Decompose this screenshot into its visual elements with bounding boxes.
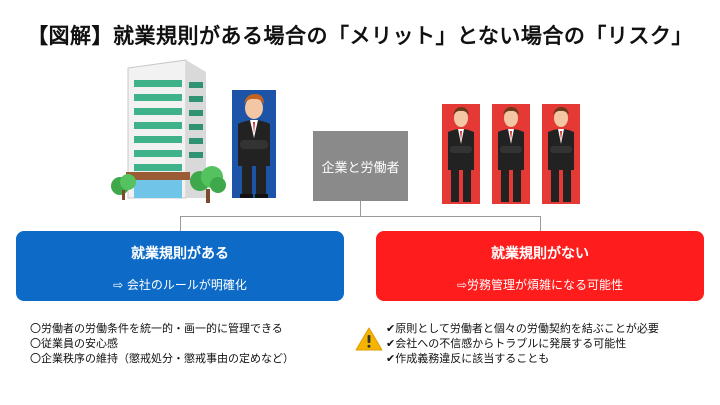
- risk-list: ✔原則として労働者と個々の労働契約を結ぶことが必要 ✔会社への不信感からトラブル…: [386, 321, 659, 366]
- list-item: 〇労働者の労働条件を統一的・画一的に管理できる: [30, 322, 283, 335]
- connector-right-drop: [540, 216, 541, 231]
- trees-icon: [190, 166, 226, 203]
- businessmen-group-icon: [442, 104, 580, 204]
- merit-subtext: ⇨ 会社のルールが明確化: [113, 278, 247, 292]
- center-label-box: 企業と労働者: [313, 131, 408, 201]
- warning-icon: [355, 327, 383, 351]
- list-item: 〇企業秩序の維持（懲戒処分・懲戒事由の定めなど）: [30, 352, 294, 365]
- list-item: 〇従業員の安心感: [30, 337, 118, 350]
- merit-heading: 就業規則がある: [131, 246, 229, 262]
- merit-panel: 就業規則がある ⇨ 会社のルールが明確化: [16, 231, 344, 301]
- risk-subtext: ⇨労務管理が煩雑になる可能性: [456, 278, 624, 292]
- risk-heading: 就業規則がない: [491, 246, 589, 262]
- center-label: 企業と労働者: [321, 160, 400, 176]
- businessman-arms-crossed-icon: [232, 90, 276, 198]
- list-item: ✔会社への不信感からトラブルに発展する可能性: [386, 337, 627, 350]
- page-title: 【図解】就業規則がある場合の「メリット」とない場合の「リスク」: [27, 24, 693, 48]
- list-item: ✔作成義務違反に該当することも: [386, 352, 550, 365]
- connector-horizontal: [180, 216, 540, 217]
- list-item: ✔原則として労働者と個々の労働契約を結ぶことが必要: [386, 322, 659, 335]
- risk-panel: 就業規則がない ⇨労務管理が煩雑になる可能性: [376, 231, 704, 301]
- connector-left-drop: [180, 216, 181, 231]
- connector-vertical: [360, 201, 361, 217]
- merit-list: 〇労働者の労働条件を統一的・画一的に管理できる 〇従業員の安心感 〇企業秩序の維…: [30, 321, 294, 366]
- office-building-illustration: [111, 59, 206, 200]
